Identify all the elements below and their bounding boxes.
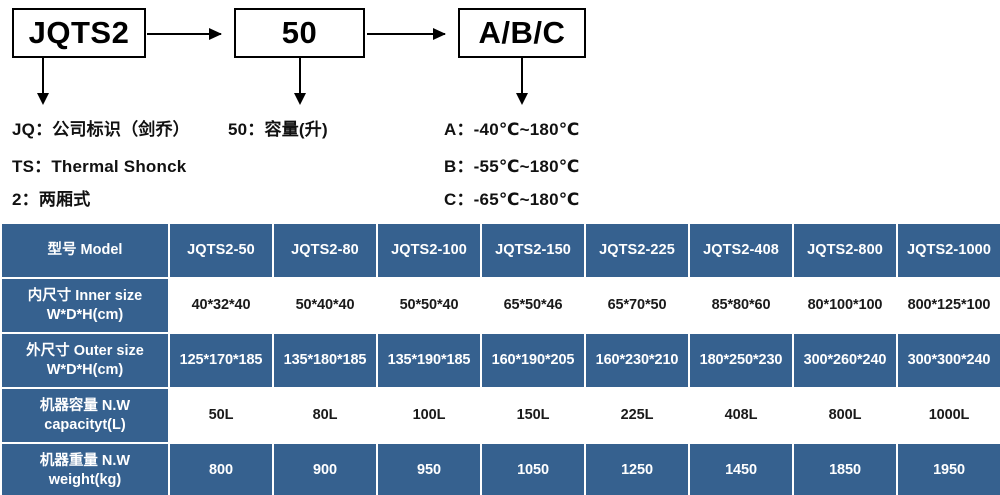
- legend-temp-b: B：-55℃~180℃: [444, 157, 580, 176]
- header-cell-model-8: JQTS2-1000: [898, 224, 1000, 277]
- cell-r3-c5: 225L: [586, 389, 688, 442]
- arrow-down-icon-temperature: [516, 58, 528, 105]
- code-box-capacity: 50: [234, 8, 365, 58]
- header-cell-model-2: JQTS2-80: [274, 224, 376, 277]
- cell-r2-c2: 135*180*185: [274, 334, 376, 387]
- cell-r4-c8: 1950: [898, 444, 1000, 495]
- row-label-line1: 机器重量 N.W: [39, 453, 131, 470]
- row-label-line2: W*D*H(cm): [46, 361, 124, 378]
- cell-r1-c4: 65*50*46: [482, 279, 584, 332]
- arrow-down-icon-capacity: [294, 58, 306, 105]
- header-cell-model-3: JQTS2-100: [378, 224, 480, 277]
- cell-r4-c1: 800: [170, 444, 272, 495]
- row-label-line2: weight(kg): [48, 471, 122, 488]
- cell-r3-c6: 408L: [690, 389, 792, 442]
- cell-r1-c8: 800*125*100: [898, 279, 1000, 332]
- cell-r1-c2: 50*40*40: [274, 279, 376, 332]
- cell-r4-c4: 1050: [482, 444, 584, 495]
- cell-r1-c3: 50*50*40: [378, 279, 480, 332]
- arrow-right-icon-prefix-to-capacity: [147, 28, 222, 40]
- cell-r4-c7: 1850: [794, 444, 896, 495]
- cell-r2-c8: 300*300*240: [898, 334, 1000, 387]
- row-label-line1: 机器容量 N.W: [39, 398, 131, 415]
- row-label-line2: W*D*H(cm): [46, 306, 124, 323]
- legend-two-chamber: 2：两厢式: [12, 190, 91, 209]
- row-label-line2: capacityt(L): [44, 416, 126, 433]
- cell-r2-c5: 160*230*210: [586, 334, 688, 387]
- header-cell-model-1: JQTS2-50: [170, 224, 272, 277]
- model-code-diagram: JQTS2 50 A/B/C JQ：公司标识（剑乔） TS：Thermal Sh…: [0, 0, 1000, 222]
- cell-r3-c7: 800L: [794, 389, 896, 442]
- legend-jq: JQ：公司标识（剑乔）: [12, 120, 190, 139]
- cell-r2-c1: 125*170*185: [170, 334, 272, 387]
- header-cell-model-6: JQTS2-408: [690, 224, 792, 277]
- header-cell-model-4: JQTS2-150: [482, 224, 584, 277]
- cell-r4-c5: 1250: [586, 444, 688, 495]
- header-cell-model-7: JQTS2-800: [794, 224, 896, 277]
- cell-r2-c4: 160*190*205: [482, 334, 584, 387]
- arrow-down-icon-prefix: [37, 58, 49, 105]
- arrow-right-icon-capacity-to-temperature: [367, 28, 446, 40]
- cell-r1-c1: 40*32*40: [170, 279, 272, 332]
- code-box-prefix: JQTS2: [12, 8, 146, 58]
- code-box-temperature: A/B/C: [458, 8, 586, 58]
- cell-r2-c3: 135*190*185: [378, 334, 480, 387]
- legend-temp-c: C：-65℃~180℃: [444, 190, 580, 209]
- row-label-line1: 外尺寸 Outer size: [26, 343, 144, 360]
- cell-r3-c2: 80L: [274, 389, 376, 442]
- cell-r2-c7: 300*260*240: [794, 334, 896, 387]
- cell-r1-c5: 65*70*50: [586, 279, 688, 332]
- cell-r4-c6: 1450: [690, 444, 792, 495]
- cell-r3-c8: 1000L: [898, 389, 1000, 442]
- cell-r3-c1: 50L: [170, 389, 272, 442]
- cell-r1-c7: 80*100*100: [794, 279, 896, 332]
- cell-r4-c2: 900: [274, 444, 376, 495]
- cell-r1-c6: 85*80*60: [690, 279, 792, 332]
- cell-r3-c3: 100L: [378, 389, 480, 442]
- header-cell-model-5: JQTS2-225: [586, 224, 688, 277]
- row-label-line1: 内尺寸 Inner size: [27, 288, 143, 305]
- legend-capacity: 50：容量(升): [228, 120, 328, 139]
- cell-r4-c3: 950: [378, 444, 480, 495]
- header-cell-model-label: 型号 Model: [2, 224, 168, 277]
- legend-temp-a: A：-40℃~180℃: [444, 120, 580, 139]
- cell-r3-c4: 150L: [482, 389, 584, 442]
- cell-r2-c6: 180*250*230: [690, 334, 792, 387]
- legend-ts: TS：Thermal Shonck: [12, 157, 187, 176]
